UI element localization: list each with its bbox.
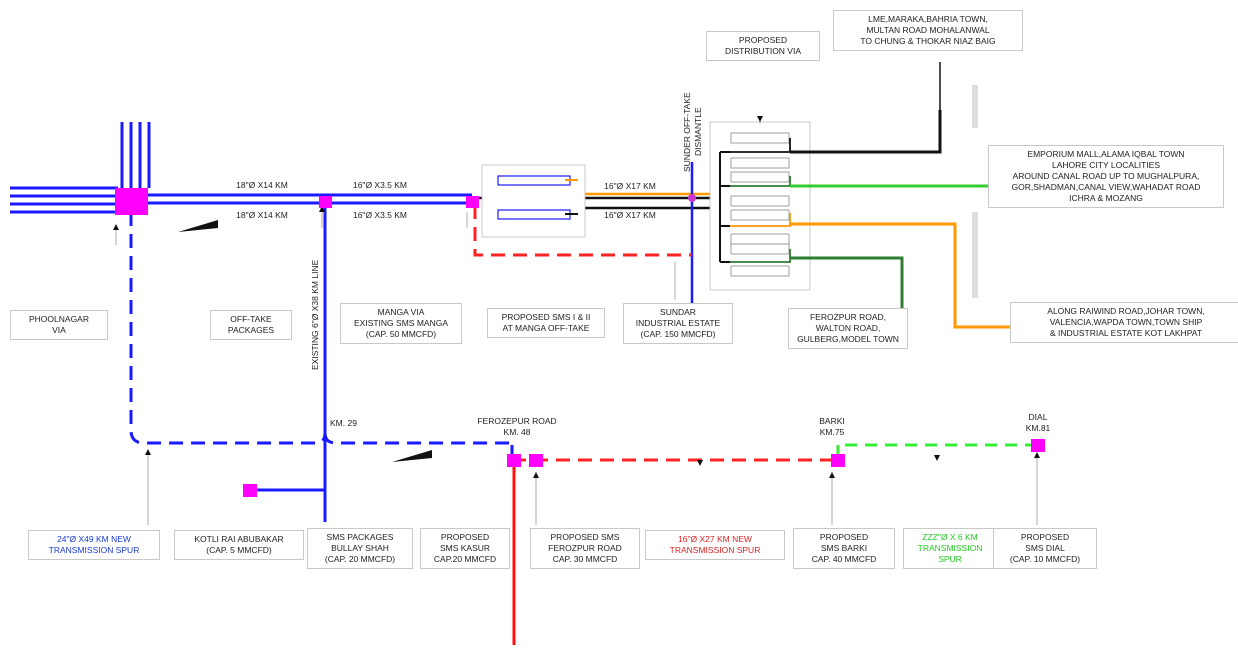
flow-arrow-2 (392, 450, 432, 462)
pipe-label-seg2-a: 16"Ø X3.5 KM (352, 180, 408, 190)
small-arrowheads (113, 116, 1040, 478)
sms-ferozpur-label: PROPOSED SMS FEROZPUR ROAD CAP. 30 MMCFD (530, 528, 640, 569)
node-kasur[interactable] (507, 454, 521, 467)
hub-node[interactable] (115, 188, 148, 215)
emporium-area-label: EMPORIUM MALL,ALAMA IQBAL TOWN LAHORE CI… (988, 145, 1224, 208)
ferozpur-walton-label: FEROZPUR ROAD, WALTON ROAD, GULBERG,MODE… (788, 308, 908, 349)
pipe-label-seg3-b: 16"Ø X17 KM (604, 210, 656, 220)
sundar-estate-label: SUNDAR INDUSTRIAL ESTATE (CAP. 150 MMCFD… (623, 303, 733, 344)
node-barki[interactable] (831, 454, 845, 467)
proposed-distribution-label: PROPOSED DISTRIBUTION VIA (706, 31, 820, 61)
ferozepur-km48-label: FEROZEPUR ROAD KM. 48 (477, 416, 557, 437)
distribution-feeders (719, 151, 730, 263)
blue-spur-label: 24"Ø X49 KM NEW TRANSMISSION SPUR (28, 530, 160, 560)
dark-green-outgoing-line (790, 256, 904, 316)
raiwind-area-label: ALONG RAIWIND ROAD,JOHAR TOWN, VALENCIA,… (1010, 302, 1238, 343)
callout-lines (115, 116, 1038, 525)
sunder-offtake-label: SUNDER OFF-TAKE DISMANTLE (682, 92, 703, 172)
blue-dashed-spur (129, 212, 327, 445)
sms-kasur-label: PROPOSED SMS KASUR CAP.20 MMCFD (420, 528, 510, 569)
pipe-label-seg1-b: 18"Ø X14 KM (236, 210, 288, 220)
dial-km81-label: DIAL KM.81 (1025, 412, 1051, 433)
node-manga[interactable] (466, 196, 479, 208)
phoolnagar-label: PHOOLNAGAR VIA (10, 310, 108, 340)
existing-line-label: EXISTING 6"Ø X38 KM LINE (310, 259, 320, 371)
main-trunk (148, 193, 472, 205)
red-dashed-link (473, 205, 692, 257)
blue-dashed-spur-2 (323, 432, 512, 445)
node-offtake[interactable] (319, 196, 332, 208)
black-outgoing-line (790, 110, 942, 154)
lme-area-label: LME,MARAKA,BAHRIA TOWN, MULTAN ROAD MOHA… (833, 10, 1023, 51)
flow-arrow-1 (178, 220, 218, 232)
node-kotli[interactable] (243, 484, 257, 497)
sms-box-line1 (497, 175, 571, 186)
manga-label: MANGA VIA EXISTING SMS MANGA (CAP. 50 MM… (340, 303, 462, 344)
orange-outgoing-line (790, 222, 1015, 329)
barki-km75-label: BARKI KM.75 (819, 416, 845, 437)
sunder-junction (688, 194, 696, 202)
green-spur-label: ZZZ"Ø X 6 KM TRANSMISSION SPUR (903, 528, 997, 569)
top-inlet-lines (120, 122, 151, 188)
sms-box-line2 (497, 209, 571, 220)
offtake-packages-label: OFF-TAKE PACKAGES (210, 310, 292, 340)
km29-label: KM. 29 (330, 418, 357, 428)
node-dial[interactable] (1031, 439, 1045, 452)
node-ferozpur[interactable] (529, 454, 543, 467)
pipe-label-seg2-b: 16"Ø X3.5 KM (352, 210, 408, 220)
inlet-lines (10, 186, 118, 214)
sms-barki-label: PROPOSED SMS BARKI CAP. 40 MMCFD (793, 528, 895, 569)
proposed-sms-manga-label: PROPOSED SMS I & II AT MANGA OFF-TAKE (487, 308, 605, 338)
pipe-label-seg1-a: 18"Ø X14 KM (236, 180, 288, 190)
distribution-subboxes (730, 132, 790, 277)
pipe-label-seg3-a: 16"Ø X17 KM (604, 181, 656, 191)
red-spur-label: 16"Ø X27 KM NEW TRANSMISSION SPUR (645, 530, 785, 560)
sms-dial-label: PROPOSED SMS DIAL (CAP. 10 MMCFD) (993, 528, 1097, 569)
kotli-label: KOTLI RAI ABUBAKAR (CAP. 5 MMCFD) (174, 530, 304, 560)
bullay-shah-label: SMS PACKAGES BULLAY SHAH (CAP. 20 MMCFD) (307, 528, 413, 569)
